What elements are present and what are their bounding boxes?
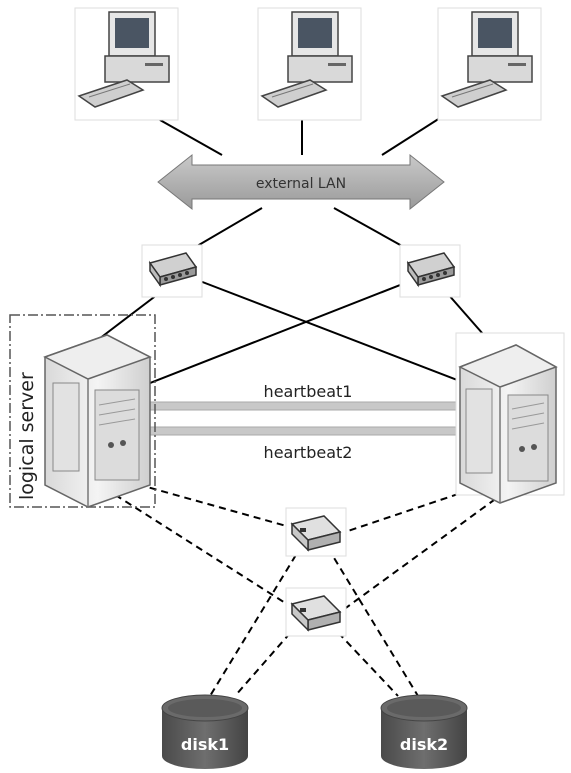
heartbeat1-label: heartbeat1 (264, 382, 353, 401)
desktop-computer-icon (257, 7, 362, 121)
disk2: disk2 (380, 694, 468, 769)
lan-arrow (157, 153, 445, 211)
disk2-label: disk2 (400, 735, 448, 754)
database-cylinder-icon (380, 694, 468, 769)
logical-server-group: logical server (9, 314, 156, 508)
link-switch-left-server-secondary (191, 277, 479, 389)
desktop-computer-icon (437, 7, 542, 121)
link-ws-left-lan (159, 119, 223, 156)
disk1-label: disk1 (181, 735, 229, 754)
link-server-primary-san-lower (94, 481, 291, 607)
workstation-center (257, 7, 362, 121)
logical-server-boundary (9, 314, 156, 508)
switch-right (399, 244, 461, 298)
san-switch-lower (285, 587, 347, 637)
link-san-upper-disk2 (327, 547, 419, 697)
link-switch-right-server-primary (144, 277, 419, 386)
network-switch-icon (285, 587, 347, 637)
server-secondary (455, 332, 565, 504)
network-switch-icon (141, 244, 203, 298)
workstation-left (74, 7, 179, 121)
link-san-upper-disk1 (209, 544, 303, 697)
heartbeat2-link (149, 426, 465, 436)
logical-server-label: logical server (16, 372, 38, 500)
workstation-right (437, 7, 542, 121)
link-server-secondary-san-lower (342, 491, 506, 611)
lan-label: external LAN (256, 176, 346, 192)
desktop-computer-icon (74, 7, 179, 121)
heartbeat-links: heartbeat1 heartbeat2 (149, 382, 465, 462)
external-lan: external LAN (157, 153, 445, 211)
network-switch-icon (285, 507, 347, 557)
heartbeat1-link (149, 401, 465, 411)
switch-left (141, 244, 203, 298)
link-ws-right-lan (381, 117, 441, 156)
tower-server-icon (458, 344, 558, 504)
database-cylinder-icon (161, 694, 249, 769)
network-switch-icon (399, 244, 461, 298)
heartbeat2-label: heartbeat2 (264, 443, 353, 462)
link-server-secondary-san-upper (341, 489, 471, 534)
san-switch-upper (285, 507, 347, 557)
disk1: disk1 (161, 694, 249, 769)
tower-server-icon (43, 334, 152, 508)
server-primary (43, 334, 152, 508)
